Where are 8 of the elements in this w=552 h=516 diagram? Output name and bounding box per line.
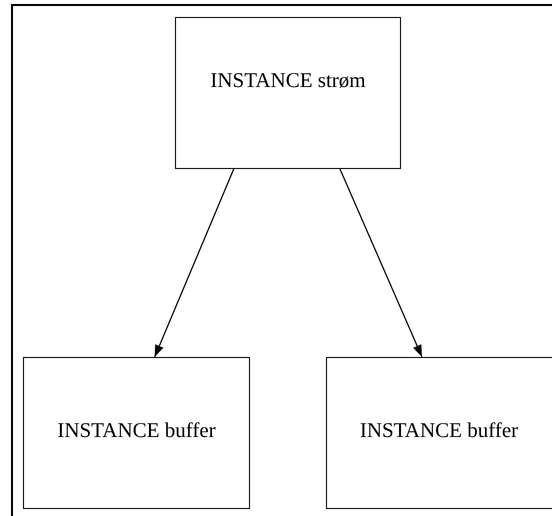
box-label: INSTANCE buffer <box>57 418 216 443</box>
box-label: INSTANCE strøm <box>210 68 366 93</box>
arrow <box>154 168 234 358</box>
process-box <box>175 17 401 169</box>
arrow <box>339 168 423 358</box>
process-box <box>23 357 250 509</box>
process-box <box>326 357 552 509</box>
box-label: INSTANCE buffer <box>360 418 518 443</box>
